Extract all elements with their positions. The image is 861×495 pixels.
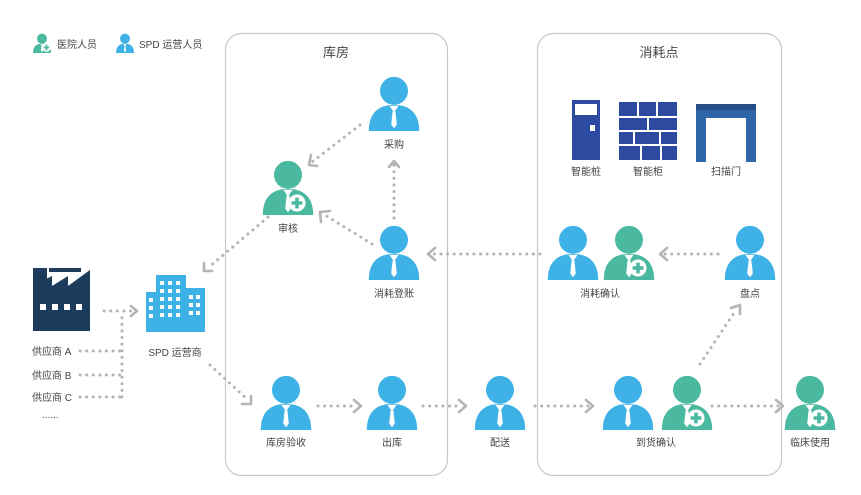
delivery-label: 配送 <box>490 436 510 449</box>
legend-spd-staff-icon <box>116 33 134 53</box>
review-hospital-staff-icon <box>262 160 314 215</box>
factory-icon <box>33 268 90 331</box>
smart-cabinet-icon <box>619 102 677 160</box>
connector-confirm-to-register <box>426 246 542 262</box>
legend-hospital-staff-icon <box>33 33 51 53</box>
warehouse-checkin-label: 库房验收 <box>266 436 306 449</box>
building-icon <box>146 275 205 332</box>
consumption-confirm-hospital-staff-icon <box>603 225 655 280</box>
warehouse-checkin-spd-staff-icon <box>260 375 312 430</box>
legend-hospital-staff-label: 医院人员 <box>57 38 97 51</box>
connector-purchase-to-review <box>307 123 362 168</box>
arrival-confirm-label: 到货确认 <box>636 436 676 449</box>
consumption-confirm-label: 消耗确认 <box>580 287 620 300</box>
supplier-b-label: 供应商 B <box>32 369 72 382</box>
scan-door-icon <box>696 104 756 162</box>
consumption-register-spd-staff-icon <box>368 225 420 280</box>
inventory-check-label: 盘点 <box>740 287 760 300</box>
connector-register-to-review <box>318 209 374 246</box>
zone-warehouse-title: 库房 <box>323 45 349 60</box>
connector-operator-to-checkin <box>208 363 253 406</box>
supplier-c-label: 供应商 C <box>32 391 72 404</box>
connector-arrival-to-clinical <box>710 398 785 414</box>
outbound-label: 出库 <box>382 436 402 449</box>
operator-label: SPD 运营商 <box>148 346 201 359</box>
supplier-more-label: ...... <box>42 410 59 421</box>
review-label: 审核 <box>278 222 298 235</box>
clinical-use-hospital-staff-icon <box>784 375 836 430</box>
delivery-spd-staff-icon <box>474 375 526 430</box>
purchase-label: 采购 <box>384 138 404 151</box>
smart-pile-label: 智能桩 <box>571 165 601 178</box>
smart-pile-icon <box>572 100 600 160</box>
connector-inventory-to-confirm <box>658 246 720 262</box>
inventory-check-spd-staff-icon <box>724 225 776 280</box>
zone-consumption-point: 消耗点 <box>536 32 783 477</box>
smart-cabinet-label: 智能柜 <box>633 165 663 178</box>
connector-outbound-to-delivery <box>421 398 468 414</box>
connector-checkin-to-outbound <box>316 398 363 414</box>
connector-suppliers-to-operator <box>78 304 139 399</box>
scan-door-label: 扫描门 <box>711 165 741 178</box>
clinical-use-label: 临床使用 <box>790 436 830 449</box>
arrival-confirm-hospital-staff-icon <box>661 375 713 430</box>
connector-arrival-to-inventory <box>698 303 742 366</box>
legend-spd-staff-label: SPD 运营人员 <box>139 38 202 51</box>
connectors <box>78 123 785 414</box>
arrival-confirm-spd-staff-icon <box>602 375 654 430</box>
supplier-a-label: 供应商 A <box>32 345 72 358</box>
zone-warehouse: 库房 <box>224 32 449 477</box>
consumption-register-label: 消耗登账 <box>374 287 414 300</box>
zone-consumption-point-title: 消耗点 <box>639 45 678 60</box>
purchase-spd-staff-icon <box>368 76 420 131</box>
outbound-spd-staff-icon <box>366 375 418 430</box>
connector-delivery-to-arrival <box>533 398 595 414</box>
connector-register-to-purchase <box>387 159 401 220</box>
legend: 医院人员 SPD 运营人员 <box>33 33 202 53</box>
consumption-confirm-spd-staff-icon <box>547 225 599 280</box>
connector-operator-to-review <box>202 215 270 273</box>
